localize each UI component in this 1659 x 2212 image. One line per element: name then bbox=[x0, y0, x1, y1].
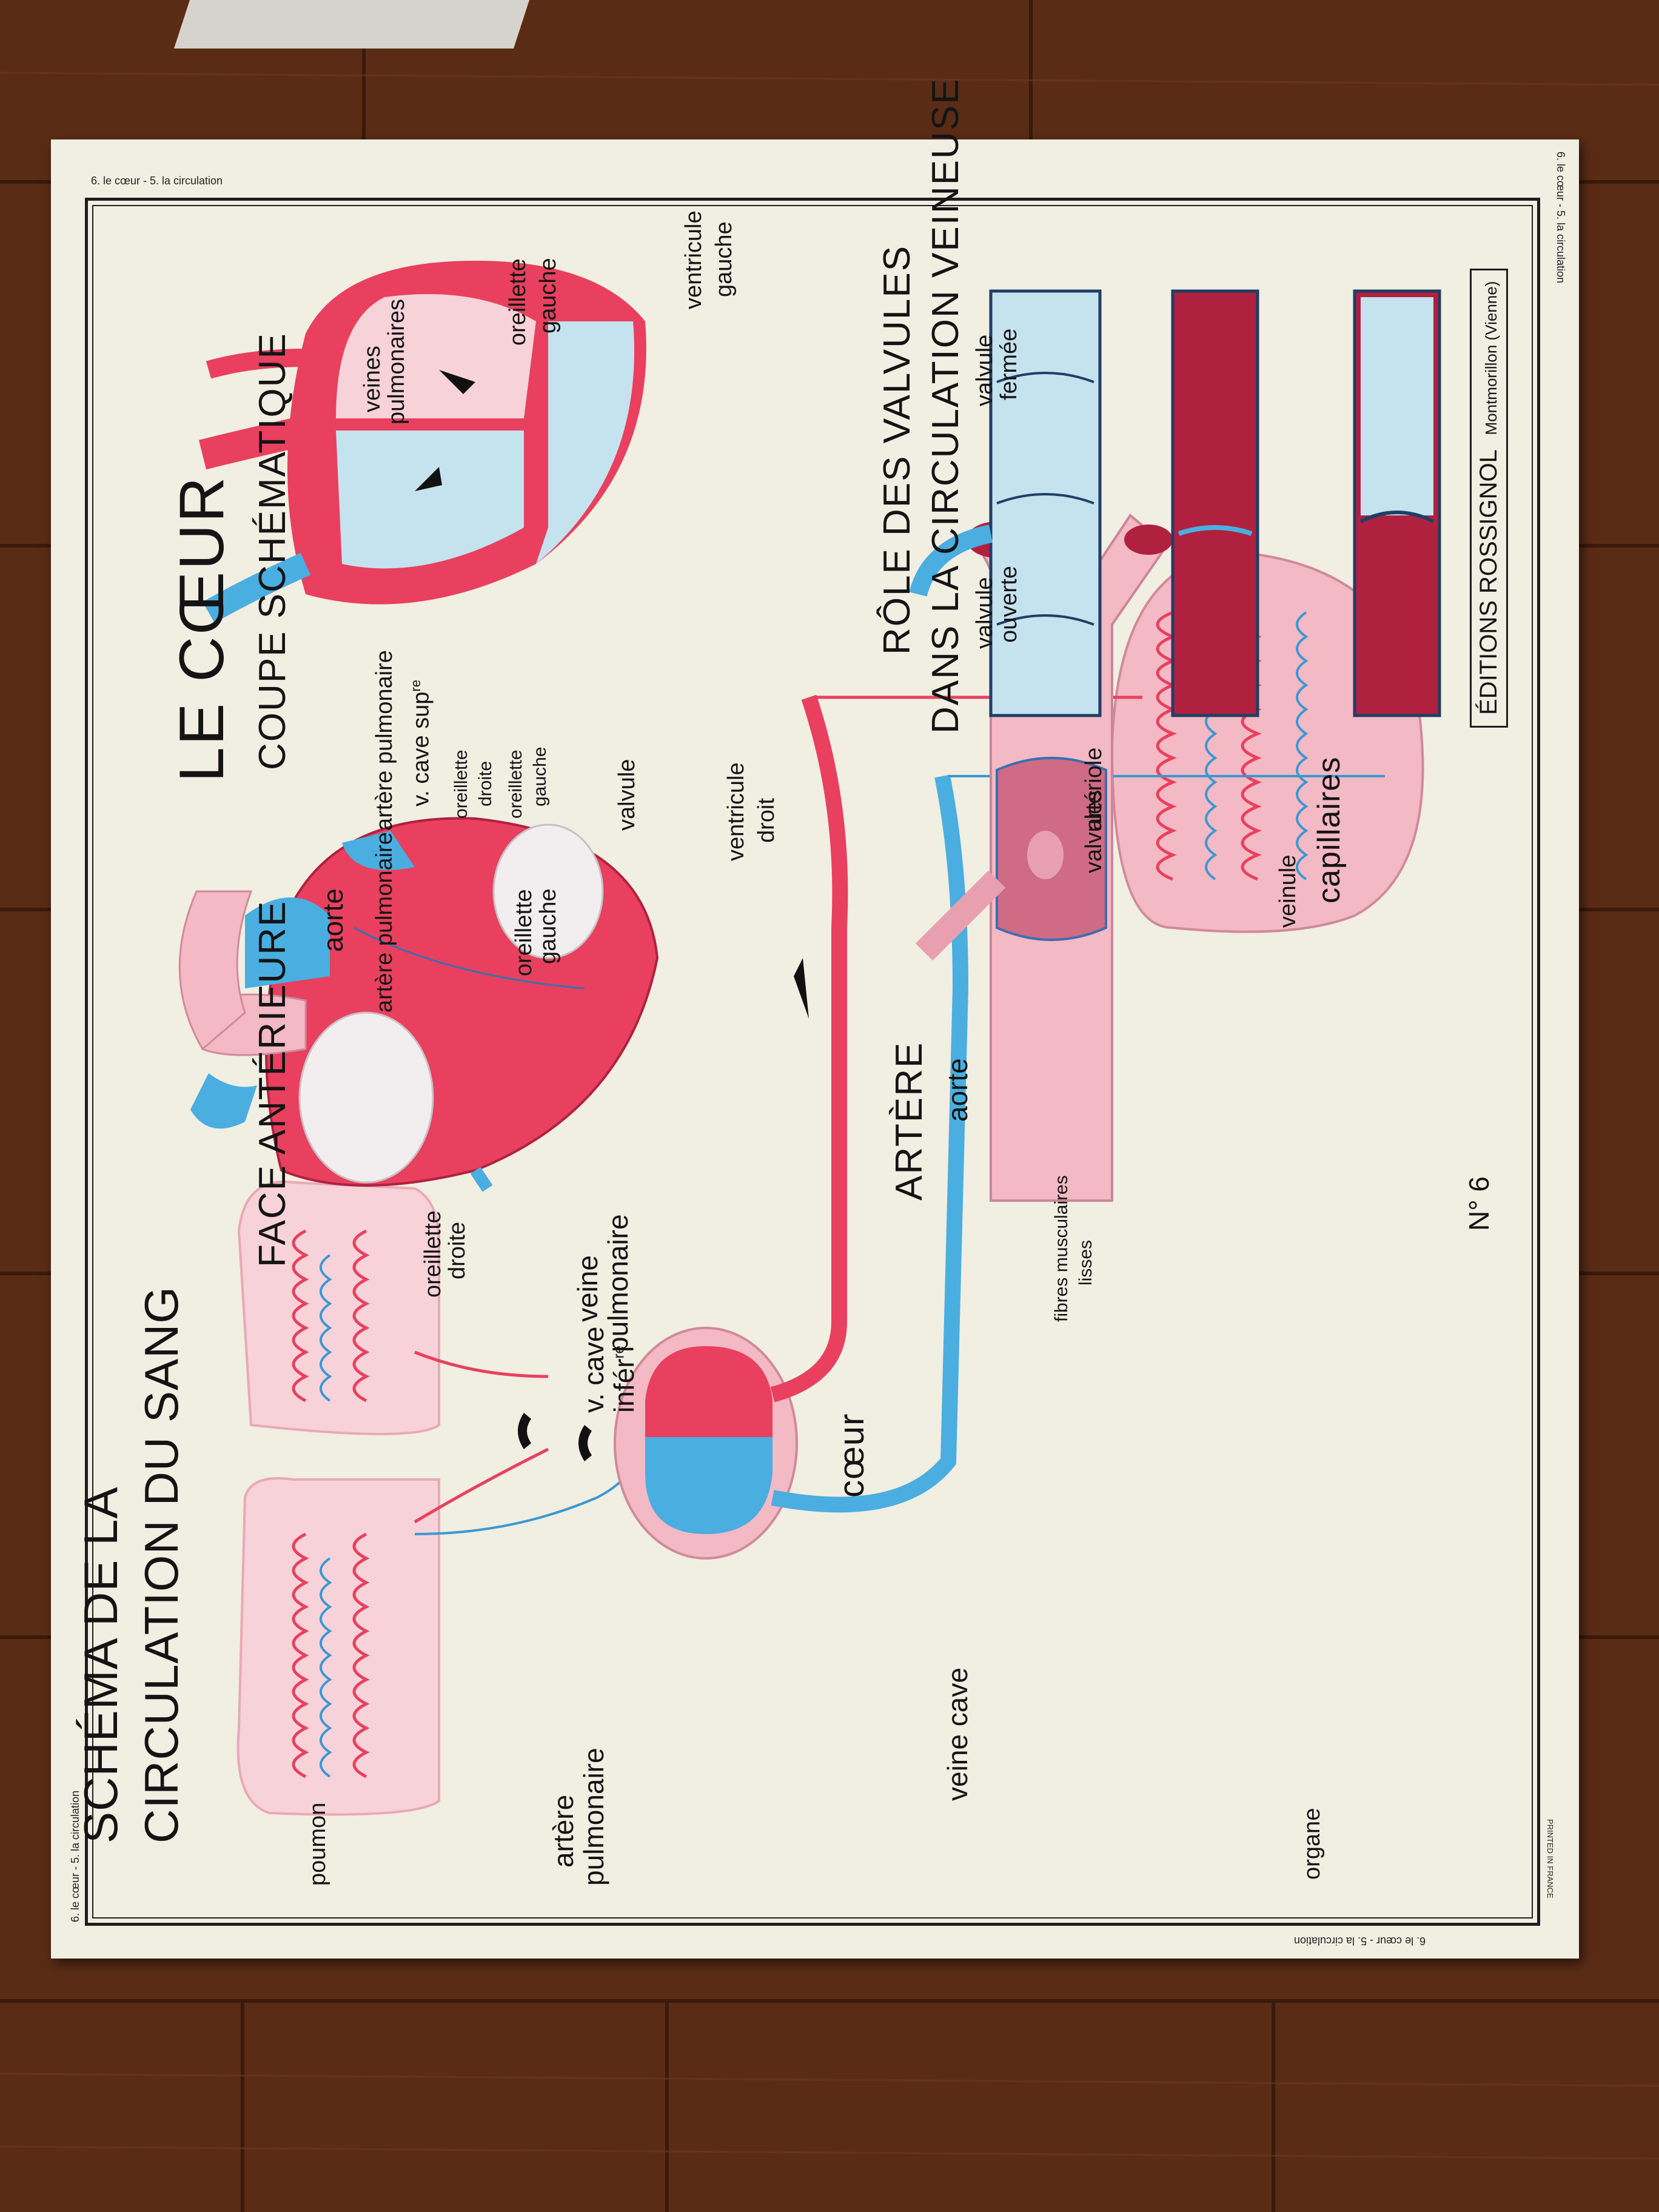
coupe-label-oreillette-gauche-b2: gauche bbox=[530, 746, 550, 806]
coupe-label-v-cave-sup: v. cave supre bbox=[408, 680, 434, 806]
vena-cava-vessel bbox=[771, 774, 969, 1513]
valvules-title-2: DANS LA CIRCULATION VEINEUSE bbox=[925, 78, 967, 734]
face-label-oreillette-droite-1: oreillette bbox=[420, 1210, 446, 1298]
label-organe: organe bbox=[1299, 1808, 1325, 1880]
editor-box: ÉDITIONS ROSSIGNOL Montmorillon (Vienne) bbox=[1470, 268, 1508, 728]
coupe-label-oreillette-droite-1: oreillette bbox=[451, 749, 471, 819]
coupe-schematique-title: COUPE SCHÉMATIQUE bbox=[252, 332, 293, 770]
poster-frame-inner bbox=[92, 205, 1533, 1919]
label-artere-pulmonaire-2: pulmonaire bbox=[578, 1748, 609, 1886]
coupe-label-ventricule-droit-2: droit bbox=[754, 798, 779, 843]
face-label-aorte: aorte bbox=[317, 888, 349, 952]
artere-title: ARTÈRE bbox=[888, 1041, 930, 1201]
coeur-title: LE CŒUR bbox=[167, 475, 237, 782]
valvules-label-ouverte-2: ouverte bbox=[996, 566, 1022, 643]
aorta-vessel bbox=[770, 694, 848, 1403]
margin-caption-top: 6. le cœur - 5. la circulation bbox=[91, 175, 223, 187]
face-label-oreillette-droite-2: droite bbox=[444, 1221, 470, 1279]
paper-sheet-corner bbox=[174, 0, 529, 49]
face-anterieure-title: FACE ANTÉRIEURE bbox=[252, 900, 293, 1267]
coupe-label-valvule: valvule bbox=[614, 759, 640, 831]
label-poumon: poumon bbox=[305, 1802, 330, 1886]
heart-right-side-blue bbox=[645, 1437, 773, 1534]
coupe-label-oreillette-droite-2: droite bbox=[475, 760, 495, 806]
heart-section-illustration bbox=[198, 261, 646, 623]
face-label-v-cave-1: v. cave bbox=[578, 1326, 609, 1413]
face-label-oreillette-gauche-1: oreillette bbox=[511, 889, 537, 976]
coupe-label-oreillette-gauche-1: oreillette bbox=[505, 258, 531, 346]
vein-valve-open bbox=[1171, 289, 1259, 717]
coupe-label-artere-pulmonaire: artère pulmonaire bbox=[372, 650, 397, 831]
label-artere-pulmonaire-1: artère bbox=[548, 1794, 579, 1868]
right-lung bbox=[237, 1181, 440, 1435]
left-lung bbox=[236, 1477, 440, 1816]
poster: 6. le cœur - 5. la circulation 6. le cœu… bbox=[51, 78, 1579, 1959]
face-label-oreillette-gauche-2: gauche bbox=[535, 888, 561, 964]
valvules-label-valvules: valvules bbox=[1081, 789, 1107, 873]
face-label-artere-pulmonaire: artère pulmonaire bbox=[372, 832, 397, 1013]
coupe-label-veines-pulmonaires-1: veines bbox=[360, 346, 385, 412]
poster-content: SCHÉMA DE LA CIRCULATION DU SANG poumon … bbox=[51, 78, 1579, 1959]
valvules-label-fermee-2: fermée bbox=[996, 328, 1022, 400]
coupe-label-ventricule-gauche-2: gauche bbox=[711, 221, 737, 297]
valvules-title-1: RÔLE DES VALVULES bbox=[876, 244, 918, 655]
coupe-label-oreillette-gauche-2: gauche bbox=[535, 258, 561, 333]
coupe-label-oreillette-gauche-b1: oreillette bbox=[506, 749, 526, 819]
poster-frame bbox=[85, 198, 1540, 1926]
illustrations bbox=[178, 261, 1441, 1816]
label-veine-pulmonaire-1: veine bbox=[572, 1255, 603, 1322]
label-coeur: cœur bbox=[832, 1413, 871, 1498]
editor-name: ÉDITIONS ROSSIGNOL bbox=[1475, 450, 1502, 715]
veins-valves-illustration bbox=[909, 289, 1441, 717]
artere-label-fibres-2: lisses bbox=[1076, 1239, 1096, 1285]
valvules-label-ouverte-1: valvule bbox=[972, 577, 997, 649]
valvules-label-veinule: veinule bbox=[1275, 854, 1301, 928]
vein-with-valves bbox=[989, 289, 1102, 717]
artere-label-fibres-1: fibres musculaires bbox=[1051, 1175, 1071, 1322]
circulation-title-2: CIRCULATION DU SANG bbox=[135, 1286, 188, 1843]
coupe-label-veines-pulmonaires-2: pulmonaires bbox=[384, 299, 409, 424]
label-aorte: aorte bbox=[942, 1058, 973, 1122]
editor-city: Montmorillon (Vienne) bbox=[1482, 281, 1500, 435]
circulation-title-1: SCHÉMA DE LA bbox=[74, 1486, 127, 1843]
heart-left-side-red bbox=[645, 1346, 773, 1437]
coupe-label-ventricule-gauche-1: ventricule bbox=[681, 210, 706, 309]
poster-number: N° 6 bbox=[1463, 1176, 1495, 1231]
face-label-v-cave-2: inférre bbox=[608, 1346, 640, 1413]
coupe-label-ventricule-droit-1: ventricule bbox=[723, 762, 749, 861]
label-veine-cave: veine cave bbox=[942, 1667, 973, 1801]
label-capillaires: capillaires bbox=[1312, 756, 1347, 903]
heart-anterior-illustration bbox=[178, 817, 659, 1192]
valvules-label-fermee-1: valvule bbox=[972, 334, 997, 406]
